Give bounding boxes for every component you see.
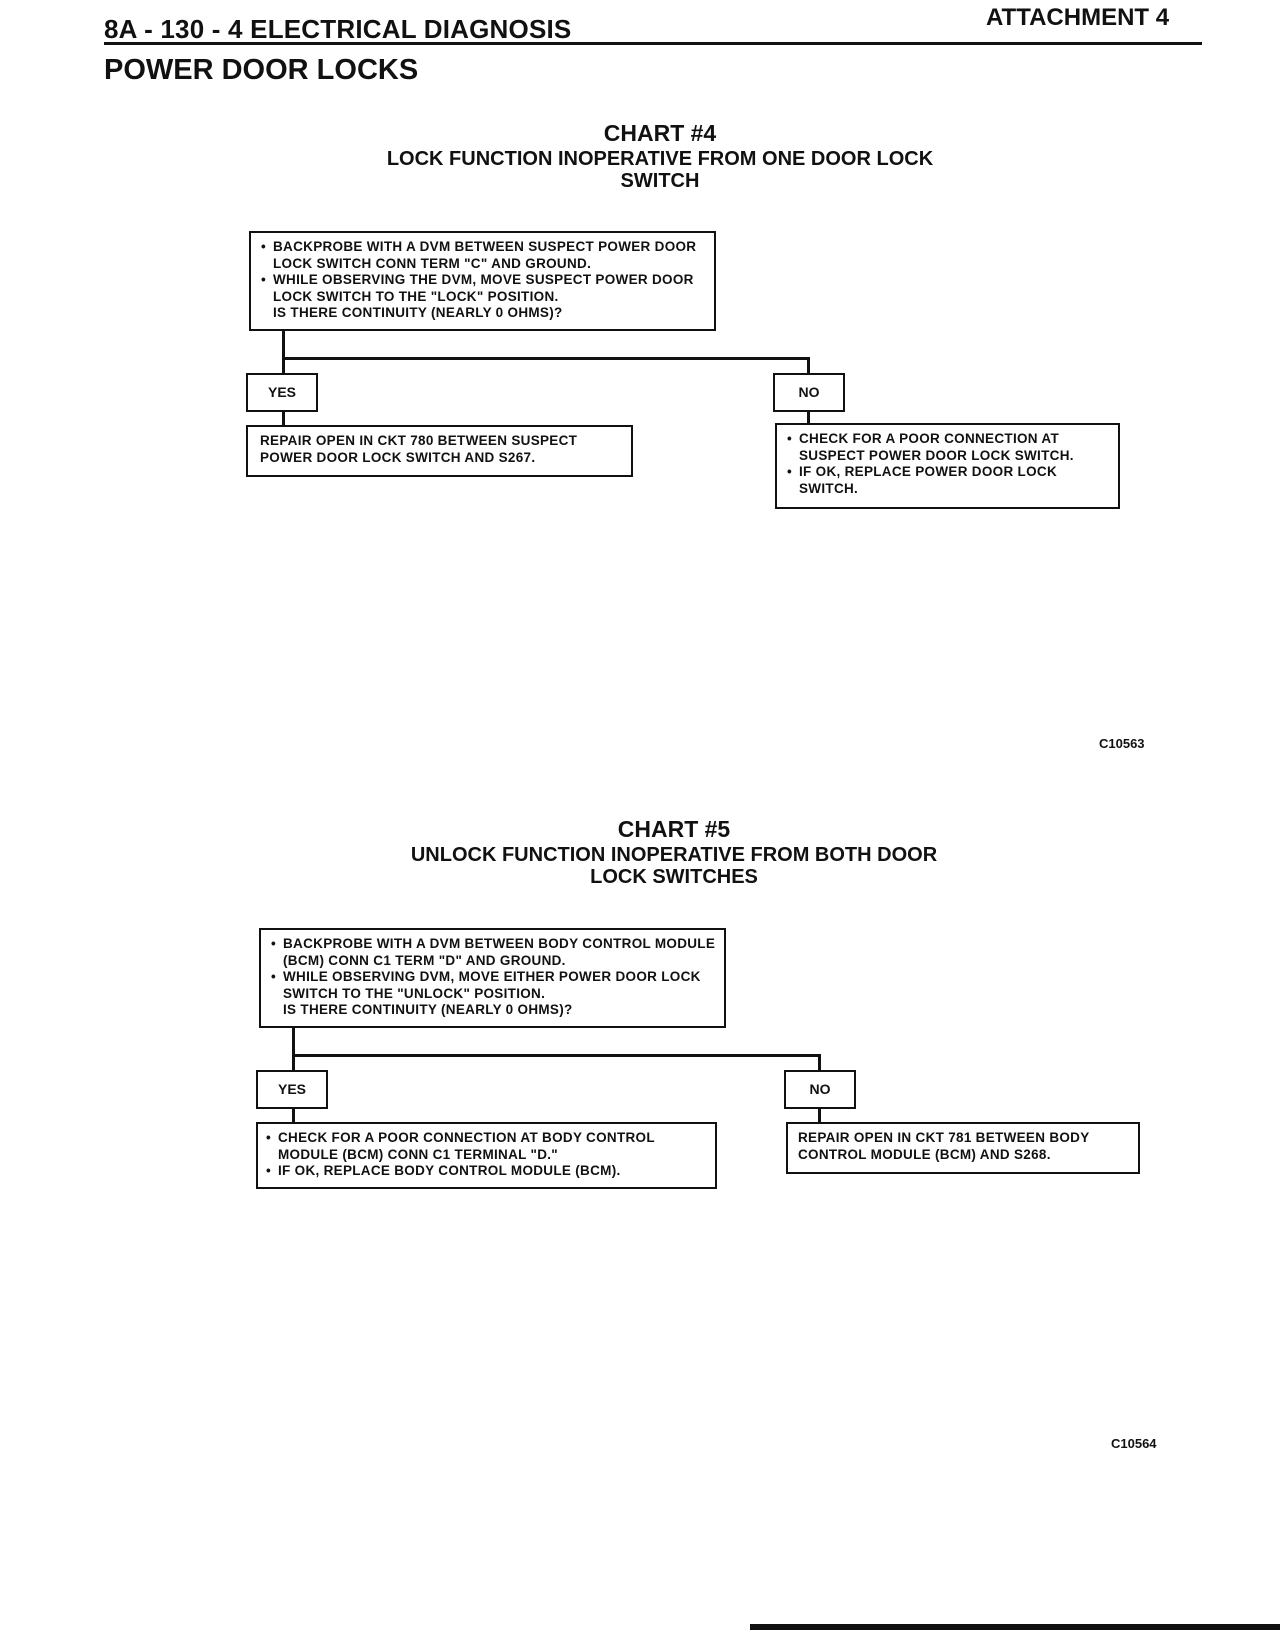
chart5-figure-code: C10564 xyxy=(1111,1436,1157,1451)
chart4-no-label: NO xyxy=(773,373,845,412)
chart4-connector-yes-result xyxy=(282,411,285,425)
chart4-subtitle-line2: SWITCH xyxy=(620,170,700,192)
chart4-connector-no xyxy=(807,357,810,373)
chart4-question-text: IS THERE CONTINUITY (NEARLY 0 OHMS)? xyxy=(273,305,563,320)
scan-edge-bar xyxy=(750,1624,1280,1630)
chart5-subtitle-line1: UNLOCK FUNCTION INOPERATIVE FROM BOTH DO… xyxy=(410,844,938,866)
chart4-figure-code: C10563 xyxy=(1099,736,1145,751)
chart5-yes-result-bullet1: CHECK FOR A POOR CONNECTION AT BODY CONT… xyxy=(266,1130,707,1163)
page-header-title: 8A - 130 - 4 ELECTRICAL DIAGNOSIS xyxy=(104,14,572,44)
section-title: POWER DOOR LOCKS xyxy=(104,54,419,86)
chart4-subtitle: LOCK FUNCTION INOPERATIVE FROM ONE DOOR … xyxy=(0,148,1280,192)
chart5-no-result-box: REPAIR OPEN IN CKT 781 BETWEEN BODY CONT… xyxy=(786,1122,1140,1174)
chart5-connector-down xyxy=(292,1027,295,1070)
chart4-yes-result-box: REPAIR OPEN IN CKT 780 BETWEEN SUSPECT P… xyxy=(246,425,633,477)
chart5-question-box: BACKPROBE WITH A DVM BETWEEN BODY CONTRO… xyxy=(259,928,726,1028)
chart4-no-result-bullet1: CHECK FOR A POOR CONNECTION AT SUSPECT P… xyxy=(787,431,1110,464)
chart5-subtitle: UNLOCK FUNCTION INOPERATIVE FROM BOTH DO… xyxy=(14,844,1280,888)
chart5-title: CHART #5 xyxy=(617,816,731,842)
chart5-connector-yes-result xyxy=(292,1108,295,1122)
attachment-label: ATTACHMENT 4 xyxy=(986,4,1170,31)
chart4-subtitle-line1: LOCK FUNCTION INOPERATIVE FROM ONE DOOR … xyxy=(386,148,934,170)
chart5-no-result-text: REPAIR OPEN IN CKT 781 BETWEEN BODY CONT… xyxy=(798,1130,1090,1162)
chart5-question-bullet1: BACKPROBE WITH A DVM BETWEEN BODY CONTRO… xyxy=(271,936,716,969)
chart4-title: CHART #4 xyxy=(603,120,717,146)
chart4-connector-no-result xyxy=(807,411,810,424)
chart4-no-result-bullet2: IF OK, REPLACE POWER DOOR LOCK SWITCH. xyxy=(787,464,1110,497)
chart4-connector-down xyxy=(282,330,285,373)
chart5-connector-horizontal xyxy=(292,1054,821,1057)
chart4-question-bullet1: BACKPROBE WITH A DVM BETWEEN SUSPECT POW… xyxy=(261,239,706,272)
chart4-question-box: BACKPROBE WITH A DVM BETWEEN SUSPECT POW… xyxy=(249,231,716,331)
chart5-yes-result-bullet2: IF OK, REPLACE BODY CONTROL MODULE (BCM)… xyxy=(266,1163,707,1180)
chart5-connector-no-result xyxy=(818,1108,821,1122)
chart5-question-text: IS THERE CONTINUITY (NEARLY 0 OHMS)? xyxy=(283,1002,573,1017)
chart4-connector-horizontal xyxy=(282,357,810,360)
chart4-yes-result-text: REPAIR OPEN IN CKT 780 BETWEEN SUSPECT P… xyxy=(260,433,578,465)
chart5-connector-no xyxy=(818,1054,821,1070)
chart5-no-label: NO xyxy=(784,1070,856,1109)
header-rule xyxy=(104,42,1202,45)
chart5-yes-label: YES xyxy=(256,1070,328,1109)
chart4-question-bullet2: WHILE OBSERVING THE DVM, MOVE SUSPECT PO… xyxy=(261,272,706,305)
chart4-no-result-box: CHECK FOR A POOR CONNECTION AT SUSPECT P… xyxy=(775,423,1120,509)
chart4-yes-label: YES xyxy=(246,373,318,412)
chart5-yes-result-box: CHECK FOR A POOR CONNECTION AT BODY CONT… xyxy=(256,1122,717,1189)
chart5-question-bullet2: WHILE OBSERVING DVM, MOVE EITHER POWER D… xyxy=(271,969,716,1002)
chart5-subtitle-line2: LOCK SWITCHES xyxy=(590,866,758,888)
